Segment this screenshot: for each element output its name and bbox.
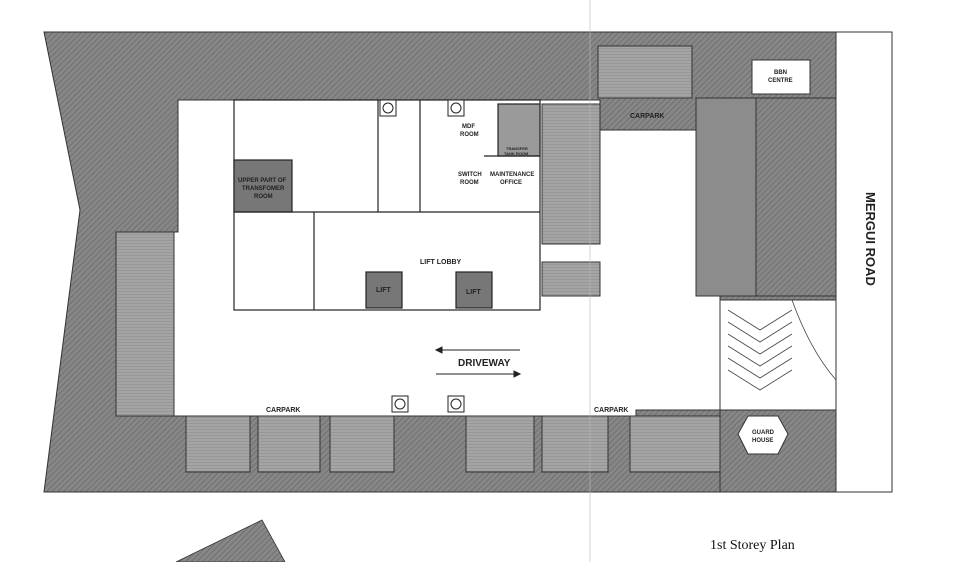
label-switch-2: ROOM	[460, 180, 479, 186]
label-bbn-2: CENTRE	[768, 78, 793, 84]
right-carpark-bay	[695, 97, 757, 297]
label-transfer-tank-1: TRANSFER	[506, 146, 528, 151]
label-carpark-top: CARPARK	[630, 113, 664, 120]
label-carpark-bottom-right: CARPARK	[594, 407, 628, 414]
label-bbn-1: BBN	[774, 70, 787, 76]
label-lift-lobby: LIFT LOBBY	[420, 259, 462, 266]
label-switch-1: SWITCH	[458, 172, 482, 178]
label-mdf-1: MDF	[462, 124, 475, 130]
driveway-arrow	[434, 346, 522, 378]
label-transfer-tank-2: TANK ROOM	[504, 151, 529, 156]
label-carpark-bottom-left: CARPARK	[266, 407, 300, 414]
label-transformer-3: ROOM	[254, 194, 273, 200]
left-carpark-stalls	[115, 231, 175, 417]
ramp-chevrons	[727, 299, 837, 391]
label-maintenance-2: OFFICE	[500, 180, 522, 186]
guard-house	[737, 415, 789, 455]
label-transformer-1: UPPER PART OF	[238, 178, 287, 184]
adjacent-sheet	[175, 519, 286, 562]
label-lift-left: LIFT	[376, 287, 391, 294]
label-guard-2: HOUSE	[752, 438, 773, 444]
bbn-centre	[751, 59, 811, 95]
building	[233, 99, 541, 311]
label-guard-1: GUARD	[752, 430, 775, 436]
road-label: MERGUI ROAD	[863, 192, 878, 286]
label-transformer-2: TRANSFOMER	[242, 186, 285, 192]
label-lift-right: LIFT	[466, 289, 481, 296]
top-carpark-stalls	[541, 45, 693, 297]
label-maintenance-1: MAINTENANCE	[490, 172, 534, 178]
road	[835, 31, 893, 493]
label-mdf-2: ROOM	[460, 132, 479, 138]
label-driveway: DRIVEWAY	[458, 358, 511, 369]
right-hatch-strip	[755, 97, 837, 297]
column-markers	[379, 99, 465, 413]
bottom-carpark-stalls	[185, 415, 721, 473]
plan-caption: 1st Storey Plan	[710, 538, 795, 553]
